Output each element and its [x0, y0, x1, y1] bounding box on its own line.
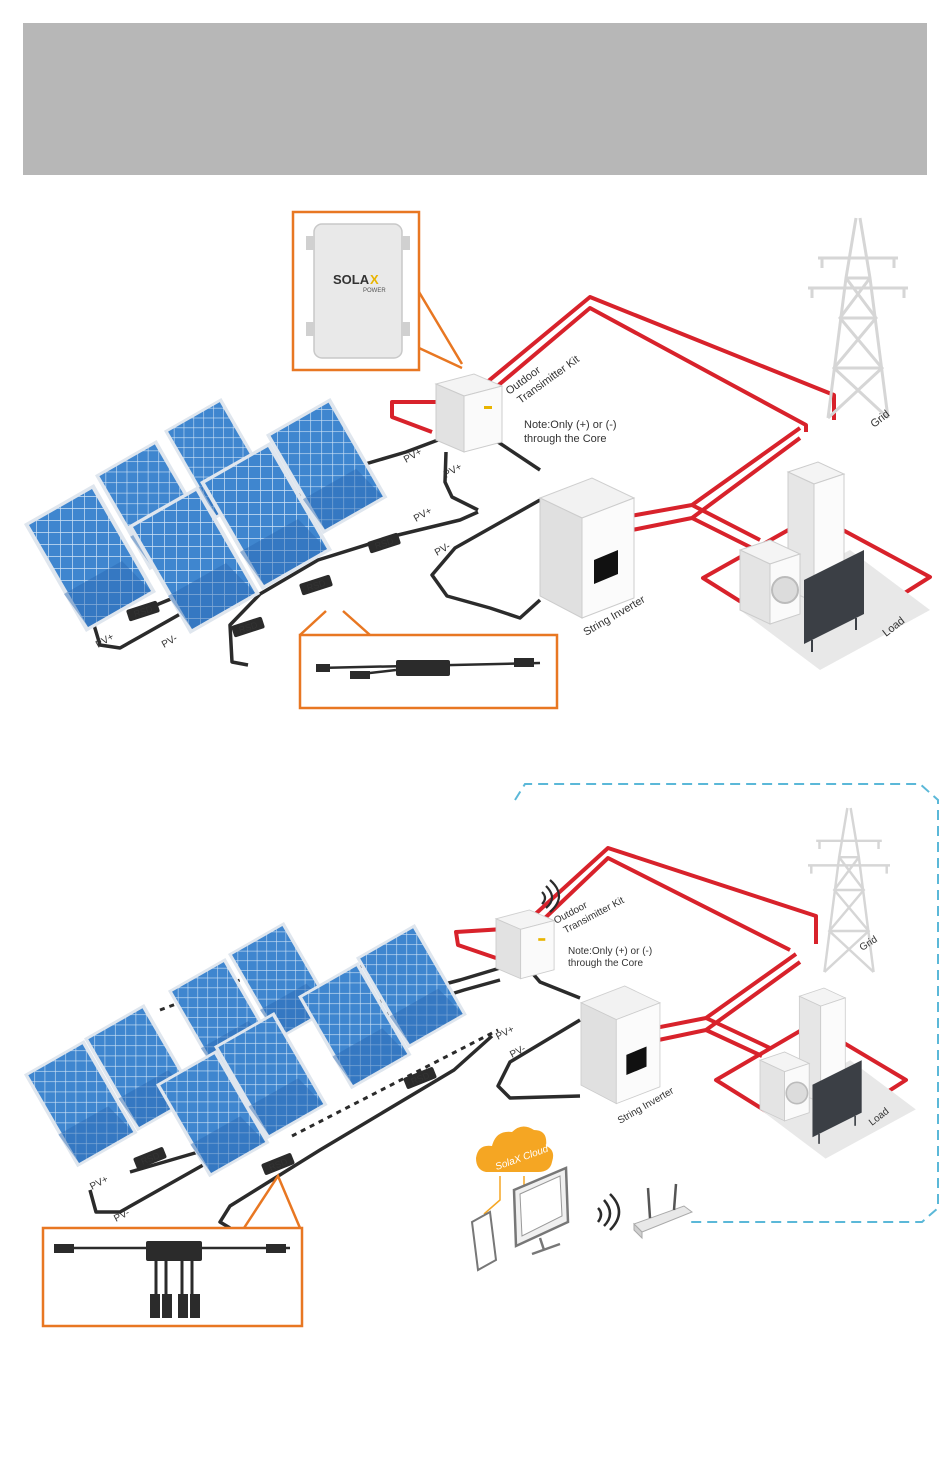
monitor-icon: [514, 1168, 568, 1254]
diagram-2: RSD RSD RSD SolaX Cloud: [24, 784, 938, 1326]
cloud-icon: SolaX Cloud: [476, 1126, 553, 1173]
note-label: Note:Only (+) or (-)through the Core: [568, 946, 652, 969]
pv-minus-label: PV-: [112, 1207, 131, 1224]
transmitter-label: OutdoorTransimitter Kit: [552, 884, 626, 939]
brand-logo-x: X: [370, 272, 379, 287]
inverter-icon: [581, 986, 660, 1104]
pv-plus-label: PV+: [402, 446, 424, 465]
transmitter-box-icon: [436, 374, 502, 452]
solar-array-2: [24, 922, 467, 1177]
pylon-icon: [808, 218, 908, 418]
brand-logo: SOLA: [333, 272, 370, 287]
diagram-1: RSD RSD RSD RSD SOLA X POWER: [24, 212, 930, 708]
transmitter-callout: SOLA X POWER: [293, 212, 462, 370]
rsd-callout: [300, 611, 557, 708]
pv-plus-label: PV+: [412, 505, 434, 524]
pv-plus-label: PV+: [88, 1174, 110, 1193]
pv-plus-label: PV+: [494, 1024, 516, 1043]
pv-minus-label: PV-: [508, 1043, 527, 1060]
transmitter-box-icon: [496, 910, 554, 979]
phone-icon: [472, 1212, 496, 1270]
pv-minus-label: PV-: [160, 633, 179, 651]
wifi-icon: [598, 1194, 619, 1230]
solar-array-1: [24, 398, 387, 634]
pylon-icon: [808, 808, 890, 972]
router-icon: [634, 1184, 692, 1238]
rsd-branch-callout: [43, 1176, 302, 1326]
brand-logo-sub: POWER: [363, 288, 386, 294]
note-label: Note:Only (+) or (-)through the Core: [524, 419, 617, 445]
transmitter-label: OutdoorTransimitter Kit: [504, 342, 582, 409]
load-appliances-icon: [740, 462, 930, 670]
inverter-icon: [540, 478, 634, 618]
